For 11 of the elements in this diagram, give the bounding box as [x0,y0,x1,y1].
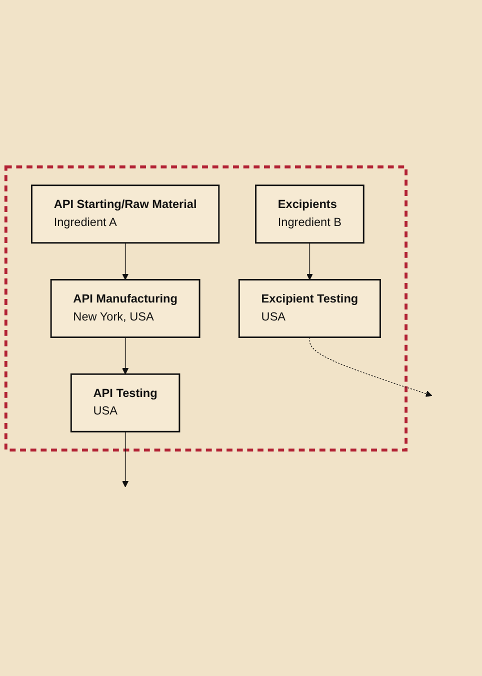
arrow [122,242,129,280]
arrow [122,431,129,488]
node-box [238,279,381,338]
node-box [70,373,180,432]
cluster [4,165,408,452]
node-box [50,279,200,338]
node-box [255,184,364,244]
arrow [122,336,129,374]
arrow [309,336,432,397]
node-box [30,184,220,244]
arrow [306,242,313,280]
